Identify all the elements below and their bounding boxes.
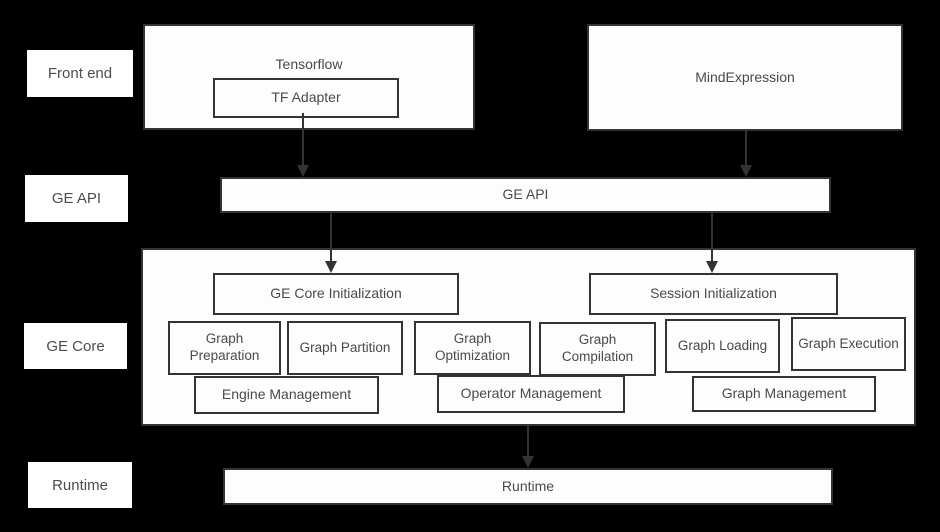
engine-management-box: Engine Management — [194, 376, 379, 414]
tf-adapter-box: TF Adapter — [213, 78, 399, 118]
layer-label-ge-api: GE API — [25, 175, 128, 222]
graph-compilation-box: Graph Compilation — [539, 322, 656, 376]
graph-execution-box: Graph Execution — [791, 317, 906, 371]
mindexpression-box: MindExpression — [587, 24, 903, 131]
tensorflow-box: Tensorflow TF Adapter — [143, 24, 475, 130]
layer-label-front-end: Front end — [27, 50, 133, 97]
session-initialization-box: Session Initialization — [589, 273, 838, 315]
ge-core-initialization-box: GE Core Initialization — [213, 273, 459, 315]
runtime-bar: Runtime — [223, 468, 833, 505]
ge-core-box: GE Core Initialization Session Initializ… — [141, 248, 916, 426]
graph-preparation-box: Graph Preparation — [168, 321, 281, 375]
graph-management-box: Graph Management — [692, 376, 876, 412]
tensorflow-label: Tensorflow — [275, 56, 343, 72]
layer-label-ge-core: GE Core — [24, 323, 127, 369]
graph-partition-box: Graph Partition — [287, 321, 403, 375]
ge-api-bar: GE API — [220, 177, 831, 213]
graph-optimization-box: Graph Optimization — [414, 321, 531, 375]
graph-loading-box: Graph Loading — [665, 319, 780, 373]
operator-management-box: Operator Management — [437, 375, 625, 413]
layer-label-runtime: Runtime — [28, 462, 132, 508]
